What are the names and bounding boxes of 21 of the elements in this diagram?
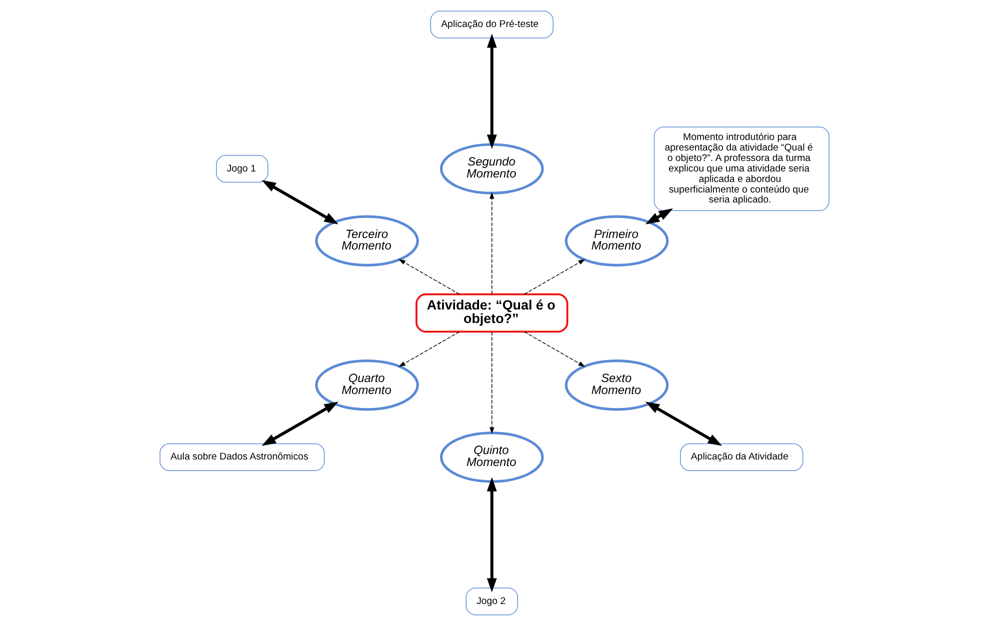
arrow [398,259,460,295]
node-box: Jogo 1 [216,155,268,183]
node-box: Atividade: “Qual é o objeto?” [415,293,568,333]
arrow [524,259,585,295]
node-box: Aplicação do Pré-teste [430,10,553,38]
node-box: Jogo 2 [465,588,518,616]
arrow [398,331,460,367]
arrow [524,331,585,367]
arrow [486,477,496,592]
arrow [486,34,496,149]
node-ellipse: Segundo Momento [439,143,544,194]
node-box: Aplicação da Atividade [680,443,803,471]
arrow [261,402,338,446]
node-ellipse: Quinto Momento [439,432,544,483]
arrow [489,331,494,434]
arrow [489,192,494,295]
node-box: Aula sobre Dados Astronômicos [159,443,324,471]
arrow [644,208,672,224]
arrow [644,402,722,446]
arrow [261,180,338,224]
node-box: Momento introdutório para apresentação da atividade “Qual é o objeto?”. A professora da turma explicou que uma atividade seria aplicada e abordou superficialmente o conteúdo que seria aplicado. [653,126,829,211]
